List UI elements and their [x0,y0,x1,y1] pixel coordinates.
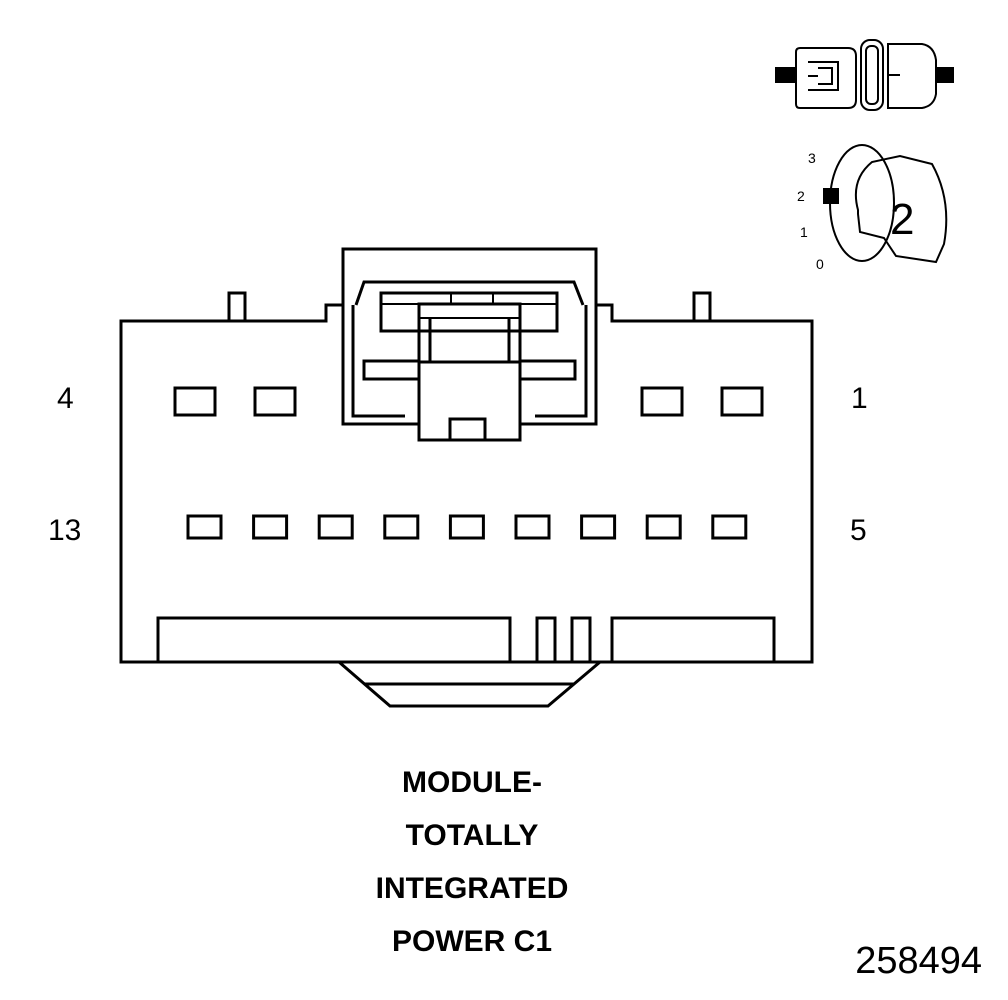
pin-label-top-left: 4 [57,382,74,415]
key-number: 2 [890,195,914,244]
pin-cavity-top-4 [720,386,764,417]
connector-caption: MODULE- TOTALLY INTEGRATED POWER C1 [272,756,672,968]
bottom-rails [156,616,776,664]
caption-line-2: TOTALLY [405,819,539,852]
key-position-icon: 3 2 1 0 2 [797,144,948,272]
pin-cavity-bottom-5 [448,514,485,540]
caption-line-4: POWER C1 [391,925,553,958]
position-label-2: 2 [797,188,805,204]
pin-cavity-bottom-2 [252,514,289,540]
position-label-1: 1 [800,224,808,240]
pin-cavity-top-3 [640,386,684,417]
connector-side-view-icon [775,39,954,111]
left-post [227,291,247,323]
pin-cavity-bottom-8 [645,514,682,540]
bottom-pin-row [186,514,748,540]
right-post [692,291,712,323]
pin-cavity-bottom-9 [711,514,748,540]
pin-cavity-bottom-4 [383,514,420,540]
pin-cavity-top-2 [253,386,297,417]
caption-line-1: MODULE- [402,766,542,799]
pin-cavity-bottom-1 [186,514,223,540]
pin-cavity-bottom-6 [514,514,551,540]
pin-cavity-top-1 [173,386,217,417]
caption-line-3: INTEGRATED [375,872,569,905]
figure-id: 258494 [855,940,982,982]
pin-label-bottom-left: 13 [48,514,81,547]
pin-label-bottom-right: 5 [850,514,867,547]
connector-body [119,247,814,664]
pin-cavity-bottom-7 [580,514,617,540]
position-label-0: 0 [816,256,824,272]
top-pin-row [173,386,764,417]
pin-cavity-bottom-3 [317,514,354,540]
locking-latch [341,280,598,442]
bottom-tab [338,660,601,708]
pin-label-top-right: 1 [851,382,868,415]
position-label-3: 3 [808,150,816,166]
